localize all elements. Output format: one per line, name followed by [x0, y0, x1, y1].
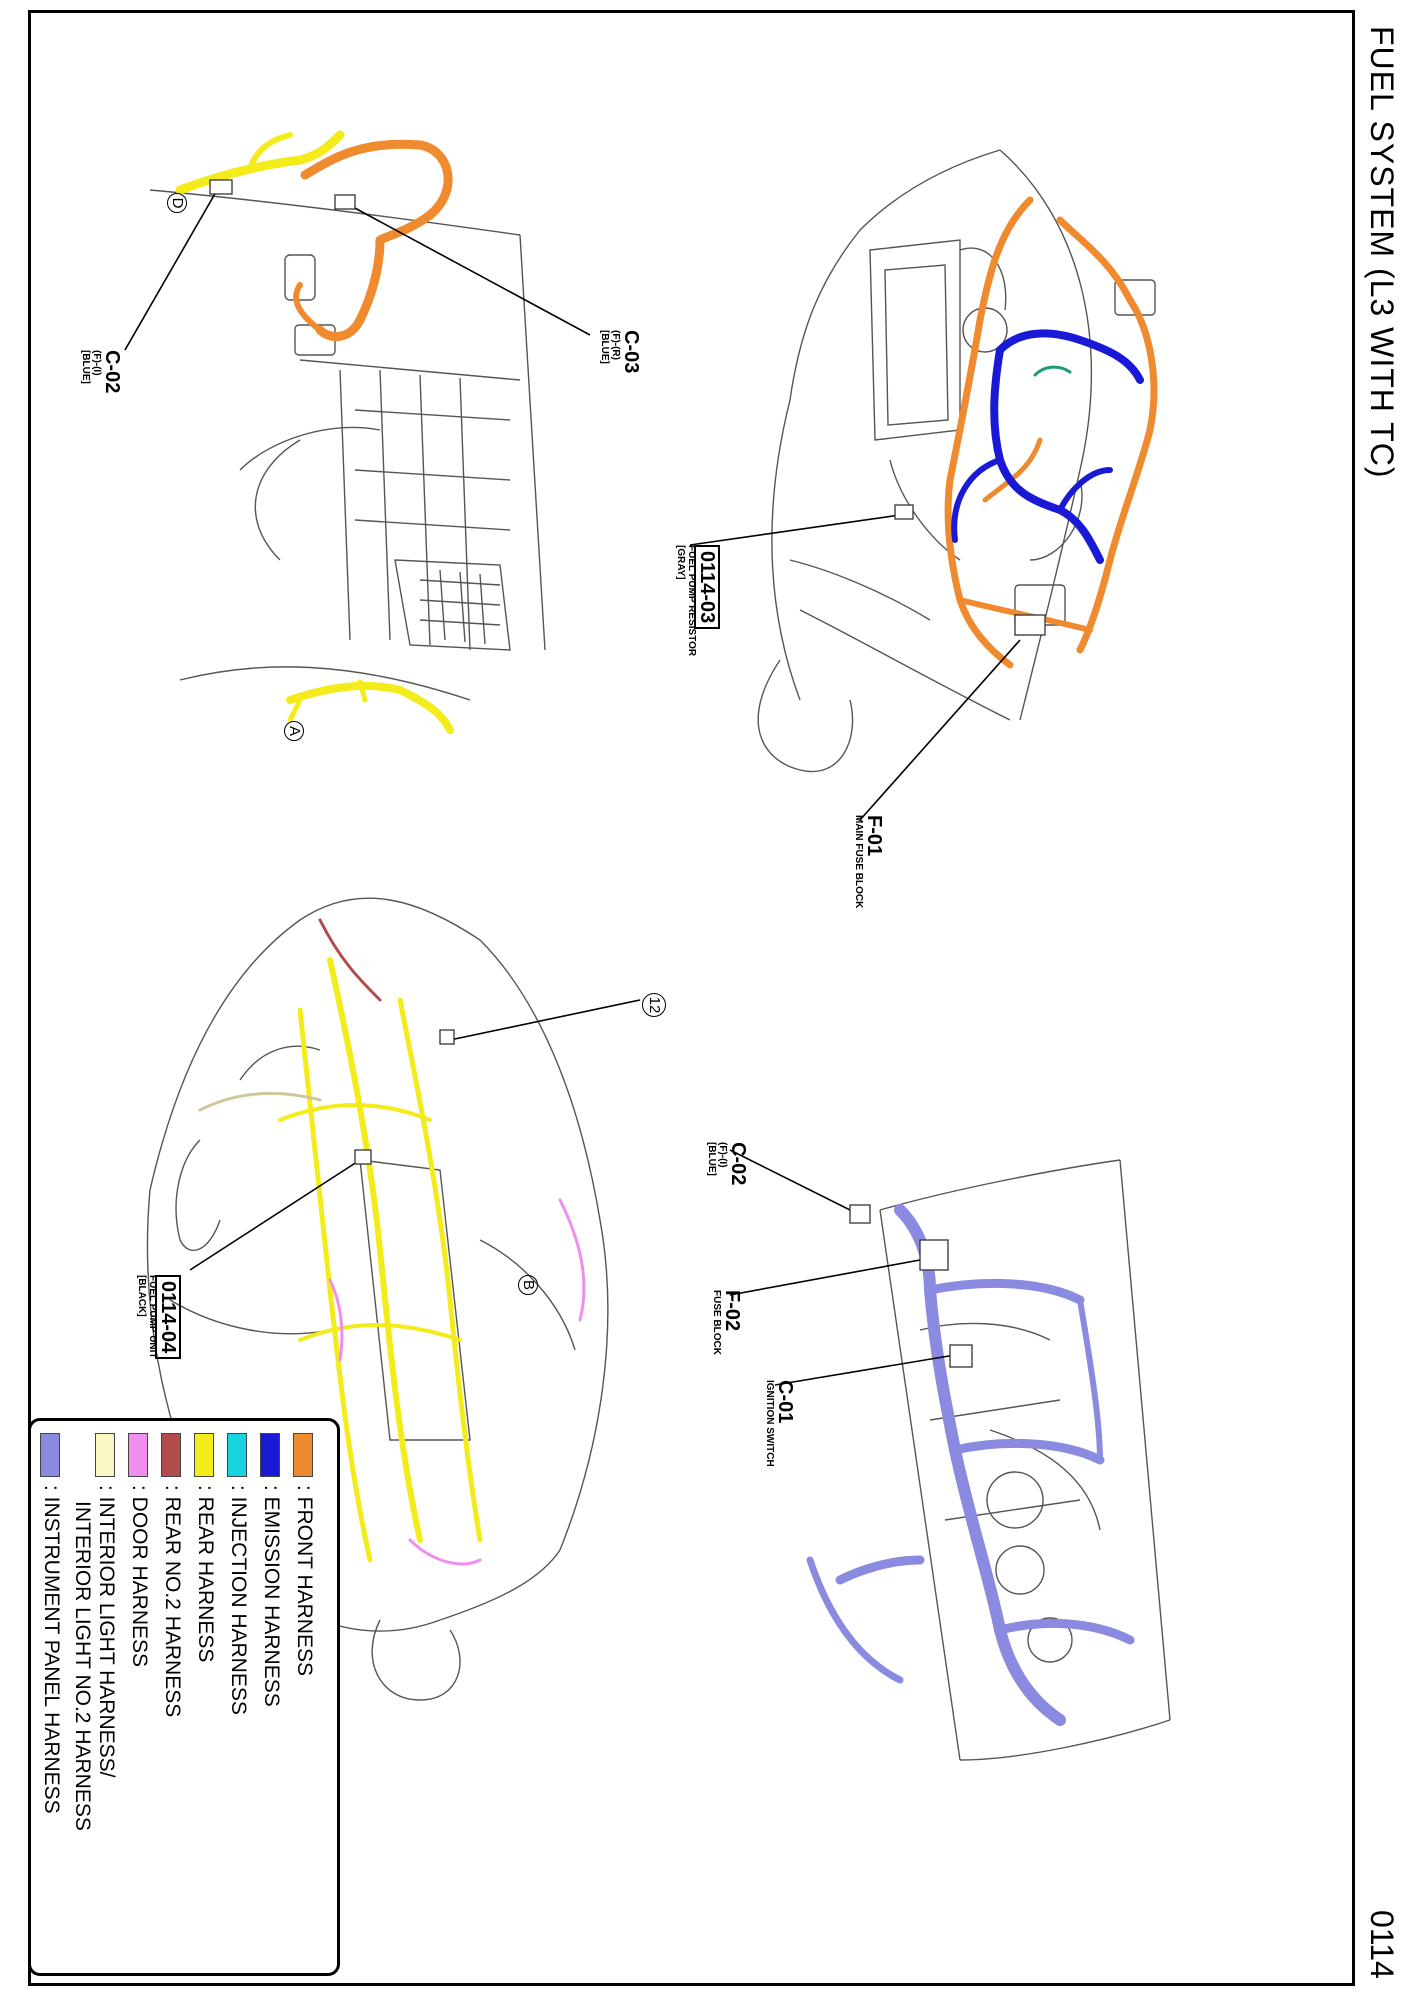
f02-sub1: FUSE BLOCK	[711, 1290, 722, 1355]
c02-bottom-sub2: [BLUE]	[706, 1142, 718, 1176]
legend-label: : DOOR HARNESS	[128, 1485, 151, 1668]
legend-swatch	[227, 1433, 247, 1477]
legend-swatch	[260, 1433, 280, 1477]
legend-label: : INSTRUMENT PANEL HARNESS	[40, 1485, 63, 1814]
c02-bottom-sub1: (F)-(I)	[717, 1142, 728, 1168]
leader-f02	[729, 1259, 921, 1296]
rear-harness-dash-lower	[286, 681, 454, 734]
legend-swatch	[128, 1433, 148, 1477]
fp-resistor-code: 0114-03	[694, 545, 720, 630]
c02-top-sub1: (F)-(I)	[91, 350, 102, 376]
label-f02: F-02 FUSE BLOCK	[711, 1290, 743, 1355]
legend-label: : FRONT HARNESS	[293, 1485, 316, 1676]
c01-code: C-01	[774, 1380, 796, 1424]
label-f01: F-01 MAIN FUSE BLOCK	[853, 815, 885, 908]
front-harness-top-left	[300, 139, 453, 341]
front-harness-engine-bay	[1056, 216, 1158, 654]
fp-unit-code: 0114-04	[155, 1275, 181, 1360]
c03-code: C-03	[620, 330, 642, 374]
c02-bottom-code: C-02	[727, 1142, 749, 1186]
dashboard-view-outline	[149, 189, 546, 701]
marker-d: D	[167, 193, 187, 213]
legend-swatch	[95, 1433, 115, 1477]
label-c02-top: C-02 (F)-(I) [BLUE]	[80, 350, 124, 394]
fp-unit-sub1: FUEL PUMP UNIT	[147, 1275, 158, 1359]
label-c01: C-01 IGNITION SWITCH	[764, 1380, 796, 1467]
c03-sub1: (F)-(R)	[610, 330, 621, 360]
rear-no2-harness	[318, 918, 382, 1002]
leader-c03	[339, 199, 591, 336]
injection-harness	[1033, 365, 1072, 377]
rear-harness-top-left	[175, 130, 345, 195]
leader-c02-top	[124, 184, 221, 351]
c01-sub1: IGNITION SWITCH	[764, 1380, 775, 1467]
legend-swatch	[194, 1433, 214, 1477]
label-c03: C-03 (F)-(R) [BLUE]	[599, 330, 643, 374]
emission-harness	[996, 329, 1144, 384]
legend-label: : INJECTION HARNESS	[227, 1485, 250, 1715]
leader-fp-resistor	[689, 514, 901, 546]
legend-label-continued: INTERIOR LIGHT NO.2 HARNESS	[71, 1501, 94, 1831]
legend-label: : EMISSION HARNESS	[260, 1485, 283, 1707]
legend-label: : REAR NO.2 HARNESS	[161, 1485, 184, 1718]
marker-b: B	[518, 1275, 538, 1295]
harness-legend: : FRONT HARNESS : EMISSION HARNESS : INJEC…	[28, 1418, 340, 1976]
legend-swatch	[161, 1433, 181, 1477]
fp-resistor-sub1: FUEL PUMP RESISTOR	[686, 545, 697, 657]
label-fp-unit: 0114-04 FUEL PUMP UNIT [BLACK]	[136, 1275, 181, 1360]
f01-sub1: MAIN FUSE BLOCK	[853, 815, 864, 909]
leader-c01	[774, 1354, 956, 1386]
legend-swatch	[40, 1433, 60, 1477]
marker-12: 12	[642, 993, 666, 1017]
leader-c02-bottom	[729, 1149, 861, 1216]
instrument-panel-outline	[879, 1159, 1171, 1761]
interior-light-harness	[198, 1091, 322, 1112]
leader-f01	[859, 639, 1021, 821]
leader-n12	[449, 999, 641, 1041]
fp-resistor-sub2: [GRAY]	[675, 545, 687, 580]
rear-harness-body	[327, 957, 423, 1543]
vehicle-body-outline	[146, 897, 609, 1701]
legend-label: : INTERIOR LIGHT HARNESS/	[95, 1485, 118, 1778]
label-c02-bottom: C-02 (F)-(I) [BLUE]	[706, 1142, 750, 1186]
diagram-frame	[28, 10, 1355, 1986]
marker-a: A	[284, 721, 304, 741]
label-fp-resistor: 0114-03 FUEL PUMP RESISTOR [GRAY]	[675, 545, 720, 657]
fp-unit-sub2: [BLACK]	[136, 1275, 148, 1317]
f01-code: F-01	[863, 815, 885, 857]
legend-label: : REAR HARNESS	[194, 1485, 217, 1663]
door-harness	[558, 1198, 586, 1322]
leader-fp-unit	[189, 1159, 361, 1271]
f02-code: F-02	[721, 1290, 743, 1332]
c02-top-sub2: [BLUE]	[80, 350, 92, 384]
c03-sub2: [BLUE]	[599, 330, 611, 364]
c02-top-code: C-02	[101, 350, 123, 394]
legend-swatch	[293, 1433, 313, 1477]
